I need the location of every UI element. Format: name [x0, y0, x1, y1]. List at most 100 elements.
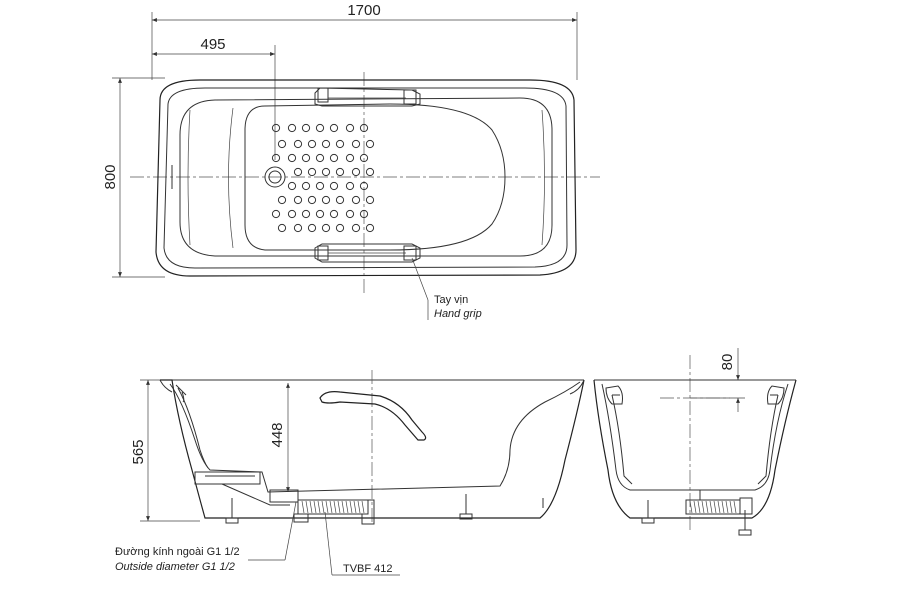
- non-slip-dot: [287, 153, 297, 163]
- non-slip-dot: [271, 123, 281, 133]
- hose-coil-line: [721, 500, 725, 514]
- side-drain-pipe: [194, 471, 375, 525]
- non-slip-dot: [301, 209, 311, 219]
- non-slip-dot: [293, 139, 303, 149]
- width-value: 800: [102, 164, 119, 189]
- height-total-value: 565: [130, 439, 147, 464]
- dimension-width: 800: [102, 77, 165, 278]
- non-slip-dot: [335, 167, 345, 177]
- non-slip-dot: [329, 153, 339, 163]
- side-tub-outer-shell: [160, 379, 585, 519]
- non-slip-dot: [315, 153, 325, 163]
- dimension-height-total: 565: [130, 379, 200, 522]
- hand-grip-label-en: Hand grip: [434, 308, 482, 320]
- non-slip-dot: [335, 223, 345, 233]
- non-slip-dot: [329, 123, 339, 133]
- hose-coil-line: [321, 500, 325, 514]
- non-slip-dot: [335, 195, 345, 205]
- non-slip-dot: [321, 139, 331, 149]
- non-slip-dot: [321, 223, 331, 233]
- non-slip-dot: [359, 123, 369, 133]
- non-slip-dot: [365, 139, 375, 149]
- non-slip-dot: [345, 209, 355, 219]
- side-hand-grip: [319, 391, 427, 441]
- non-slip-dot: [359, 153, 369, 163]
- hose-coil-line: [333, 500, 337, 514]
- hose-coil-line: [317, 500, 321, 514]
- dimension-drain-offset: 495: [152, 36, 276, 160]
- non-slip-dot: [329, 181, 339, 191]
- hose-coil-line: [709, 500, 713, 514]
- end-tub-outer-shell: [593, 379, 797, 519]
- non-slip-dot: [293, 223, 303, 233]
- hand-grip-label-vi: Tay vịn: [434, 294, 468, 306]
- outside-diameter-label-en: Outside diameter G1 1/2: [115, 561, 235, 573]
- non-slip-dot: [315, 209, 325, 219]
- side-view: 565 448: [115, 370, 585, 576]
- hose-coil-line: [733, 500, 737, 514]
- tub-floor-area: [244, 103, 506, 251]
- non-slip-dot: [307, 223, 317, 233]
- drain-outlet-icon: [264, 166, 286, 188]
- dimension-length: 1700: [151, 2, 578, 80]
- hose-coil-line: [341, 500, 345, 514]
- hose-coil-line: [701, 500, 705, 514]
- outside-diameter-label-vi: Đường kính ngoài G1 1/2: [115, 546, 240, 558]
- non-slip-dot: [287, 209, 297, 219]
- tub-outer-rim: [155, 79, 577, 277]
- non-slip-dot: [301, 153, 311, 163]
- non-slip-dot-pattern: [271, 123, 375, 233]
- non-slip-dot: [315, 181, 325, 191]
- non-slip-dot: [359, 181, 369, 191]
- non-slip-dot: [301, 123, 311, 133]
- non-slip-dot: [307, 139, 317, 149]
- non-slip-dot: [351, 167, 361, 177]
- drain-offset-value: 495: [200, 36, 225, 53]
- hand-grip-leader: [411, 257, 429, 301]
- hose-coil-line: [705, 500, 709, 514]
- end-adjustable-feet: [641, 500, 752, 536]
- non-slip-dot: [277, 223, 287, 233]
- non-slip-dot: [345, 123, 355, 133]
- hose-coil-line: [305, 500, 309, 514]
- tub-inner-well: [179, 97, 553, 257]
- non-slip-dot: [293, 195, 303, 205]
- hose-coil-line: [313, 500, 317, 514]
- non-slip-dot: [277, 195, 287, 205]
- non-slip-dot: [287, 181, 297, 191]
- non-slip-dot: [345, 181, 355, 191]
- hose-coil-line: [349, 500, 353, 514]
- hose-coil-line: [301, 500, 305, 514]
- rim-to-grip-value: 80: [719, 354, 736, 371]
- end-tub-inner-surface: [601, 383, 789, 491]
- hose-coil-line: [725, 500, 729, 514]
- hand-grip-bottom: [314, 243, 421, 263]
- drain-model-label: TVBF 412: [343, 563, 393, 575]
- depth-inner-value: 448: [269, 422, 286, 447]
- side-tub-inner-surface: [169, 381, 581, 493]
- tub-rim-inner-line: [163, 87, 568, 269]
- non-slip-dot: [271, 209, 281, 219]
- hose-coil-line: [329, 500, 333, 514]
- non-slip-dot: [365, 223, 375, 233]
- non-slip-dot: [351, 195, 361, 205]
- end-drain-trap: [685, 490, 753, 515]
- plan-view: 1700 495 800: [102, 2, 600, 320]
- hose-coil-line: [697, 500, 701, 514]
- non-slip-dot: [365, 195, 375, 205]
- non-slip-dot: [321, 195, 331, 205]
- hose-coil-line: [325, 500, 329, 514]
- flexible-hose-coil: [301, 500, 365, 514]
- non-slip-dot: [321, 167, 331, 177]
- hose-coil-line: [309, 500, 313, 514]
- hose-coil-line: [337, 500, 341, 514]
- hose-coil-line: [713, 500, 717, 514]
- non-slip-dot: [315, 123, 325, 133]
- end-view: 80: [593, 348, 797, 536]
- hose-coil-line: [689, 500, 693, 514]
- non-slip-dot: [345, 153, 355, 163]
- non-slip-dot: [301, 181, 311, 191]
- length-value: 1700: [347, 2, 380, 19]
- non-slip-dot: [307, 167, 317, 177]
- end-hand-grips: [605, 385, 785, 405]
